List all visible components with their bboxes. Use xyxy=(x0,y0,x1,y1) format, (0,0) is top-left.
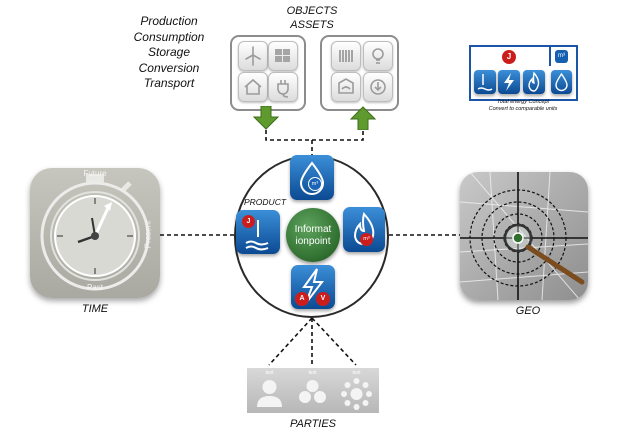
power-plug-icon[interactable] xyxy=(268,72,298,102)
time-tile[interactable]: Future Present Past xyxy=(30,168,160,298)
flow-consumption: Consumption xyxy=(133,29,205,44)
light-bulb-icon[interactable] xyxy=(363,41,393,71)
legend-electricity-icon xyxy=(498,70,520,94)
center-label-1: Informat xyxy=(294,224,332,235)
geo-tile[interactable] xyxy=(460,172,588,300)
legend-water-drop-icon xyxy=(551,70,572,94)
time-past-label: Past xyxy=(86,283,103,292)
storage-tank-icon[interactable] xyxy=(363,72,393,102)
person-icon xyxy=(257,380,282,407)
flow-transport: Transport xyxy=(143,76,195,90)
objects-title: OBJECTS xyxy=(286,5,338,17)
time-label: TIME xyxy=(81,303,109,315)
joule-badge: J xyxy=(242,215,255,228)
assets-title: ASSETS xyxy=(290,19,334,31)
radiator-icon[interactable] xyxy=(331,41,361,71)
house-icon[interactable] xyxy=(238,72,268,102)
time-present-label: Present xyxy=(143,220,153,249)
flow-production: Production xyxy=(140,14,198,28)
legend-flame-icon xyxy=(523,70,545,94)
volt-badge: V xyxy=(316,292,330,306)
legend-divider xyxy=(549,47,551,66)
product-label: PRODUCT xyxy=(244,197,287,207)
temperature-tile[interactable]: J xyxy=(236,210,280,254)
map-icon xyxy=(460,172,588,300)
legend-caption-2: Convert to comparable units xyxy=(488,106,558,112)
energy-legend: J m³ xyxy=(469,45,578,101)
flow-conversion: Conversion xyxy=(138,60,200,75)
flow-storage: Storage xyxy=(147,45,191,59)
party-tile-network[interactable]: text xyxy=(334,368,379,413)
water-drop-tile[interactable]: m³ xyxy=(290,155,334,200)
legend-temperature-icon xyxy=(474,70,496,94)
geo-label: GEO xyxy=(515,305,541,317)
center-label-2: ionpoint xyxy=(295,236,331,247)
cubic-meter-badge: m³ xyxy=(360,233,373,246)
up-arrow-icon xyxy=(350,106,376,130)
party-tile-group[interactable]: text xyxy=(290,368,335,413)
party-tile-person[interactable]: text xyxy=(247,368,292,413)
legend-caption-1: Total energy Concept xyxy=(496,99,550,105)
group-icon xyxy=(299,380,326,403)
parties-label: PARTIES xyxy=(289,418,337,430)
time-future-label: Future xyxy=(83,169,107,178)
solar-panel-icon[interactable] xyxy=(268,41,298,71)
stopwatch-icon xyxy=(40,174,150,291)
heat-pump-icon[interactable] xyxy=(331,72,361,102)
ampere-badge: A xyxy=(295,292,309,306)
cubic-meter-badge: m³ xyxy=(308,177,322,191)
electricity-tile[interactable]: A V xyxy=(291,265,335,309)
wind-turbine-icon[interactable] xyxy=(238,41,268,71)
party-tile-label: text xyxy=(352,370,361,376)
joule-badge: J xyxy=(502,50,516,64)
flow-list: Production Consumption Storage Conversio… xyxy=(110,14,228,92)
down-arrow-icon xyxy=(253,106,279,130)
party-tile-label: text xyxy=(265,370,274,376)
cubic-meter-badge: m³ xyxy=(555,50,568,63)
flame-tile[interactable]: m³ xyxy=(343,207,385,252)
network-icon xyxy=(341,378,372,410)
informationpoint-node[interactable]: Informat ionpoint xyxy=(286,208,340,262)
party-tile-label: text xyxy=(308,370,317,376)
